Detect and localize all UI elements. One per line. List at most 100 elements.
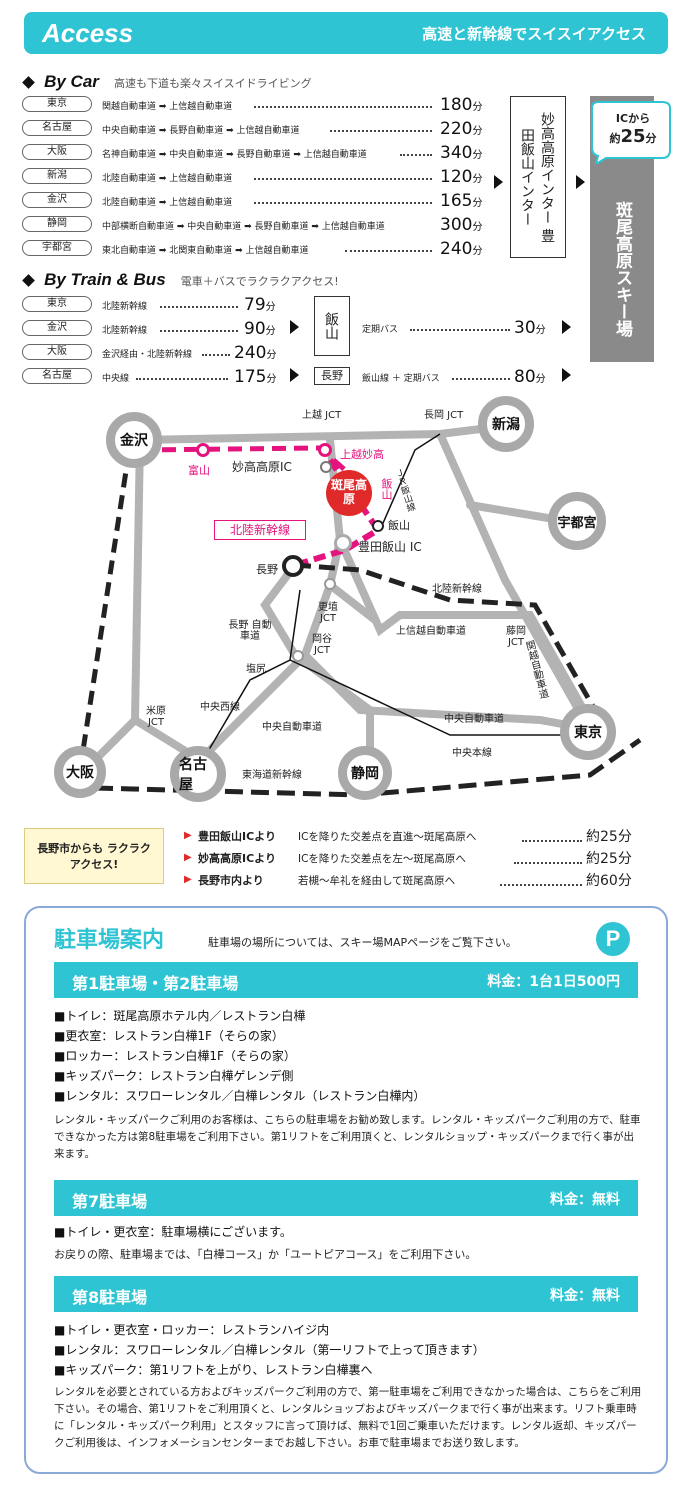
leader-dots	[254, 178, 432, 180]
nagano-row-minutes: 約25分	[586, 851, 632, 867]
car-minutes-value: 165	[440, 191, 473, 211]
minutes-unit: 分	[472, 198, 483, 209]
joetsu-myoko-station-marker	[318, 443, 332, 457]
car-city-pill: 東京	[22, 96, 92, 112]
lot-item: ■トイレ・更衣室：駐車場横にございます。	[54, 1225, 292, 1239]
train-minutes-value: 79	[244, 295, 266, 315]
nagano-row-from: 長野市内より	[198, 874, 264, 887]
interchange-box: 妙高高原インター 豊田飯山インター	[510, 96, 566, 258]
car-route: 北陸自動車道 ➡ 上信越自動車道	[102, 198, 233, 208]
car-route: 関越自動車道 ➡ 上信越自動車道	[102, 102, 233, 112]
lot-item: ■キッズパーク：第1リフトを上がり、レストラン白樺裏へ	[54, 1363, 373, 1377]
leader-dots	[160, 306, 238, 308]
leader-dots	[254, 202, 432, 204]
car-minutes: 120分	[440, 167, 482, 187]
play-arrow-icon: ▶	[184, 852, 192, 863]
access-header: Access 高速と新幹線でスイスイアクセス	[24, 12, 668, 54]
ic-note-time: 約25分	[596, 126, 670, 147]
city-osaka: 大阪	[54, 746, 106, 798]
diamond-icon	[22, 274, 35, 287]
label-joshinetsu-exp: 上信越自動車道	[396, 626, 466, 637]
lot-item: ■更衣室：レストラン白樺1F（そらの家）	[54, 1029, 284, 1043]
minutes-unit: 分	[472, 246, 483, 257]
label-hokuriku-shinkansen-box: 北陸新幹線	[214, 520, 306, 540]
ic-note-value: 25	[620, 126, 646, 147]
minutes-unit: 分	[266, 350, 277, 361]
nagano-station-marker	[282, 555, 304, 577]
label-okaya-jct: 岡谷 JCT	[312, 634, 332, 656]
arrow-right-icon	[494, 175, 503, 189]
car-route: 東北自動車道 ➡ 北関東自動車道 ➡ 上信越自動車道	[102, 246, 309, 256]
toyama-station-marker	[196, 443, 210, 457]
header-title: Access	[42, 18, 134, 48]
nagano-row-desc: 若槻～牟礼を経由して斑尾高原へ	[298, 875, 456, 887]
arrow-right-icon	[290, 320, 299, 334]
label-iiyama: 飯山	[388, 519, 410, 532]
by-train-title: By Train & Bus	[44, 270, 166, 289]
label-koshoku-jct: 更埴 JCT	[318, 602, 338, 624]
leader-dots	[136, 378, 228, 380]
leader-dots	[514, 862, 582, 864]
city-tokyo: 東京	[560, 704, 616, 760]
parking-icon: P	[596, 922, 630, 956]
lot-header: 第8駐車場 料金：無料	[54, 1276, 638, 1312]
arrow-right-icon	[562, 368, 571, 382]
label-toyoda-ic: 豊田飯山 IC	[358, 540, 422, 554]
train-minutes: 79分	[244, 295, 276, 315]
lot-fee: 料金：1台1日500円	[487, 974, 620, 990]
minutes-unit: 分	[265, 302, 276, 313]
ic-note-unit: 分	[645, 132, 657, 145]
leader-dots	[452, 378, 510, 380]
car-city-pill: 名古屋	[22, 120, 92, 136]
train-minutes-value: 240	[234, 343, 267, 363]
rail-lines	[199, 433, 595, 766]
iiyama-station-marker	[372, 520, 384, 532]
train-minutes: 175分	[234, 367, 276, 387]
car-minutes: 220分	[440, 119, 482, 139]
train-minutes: 90分	[244, 319, 276, 339]
car-minutes: 180分	[440, 95, 482, 115]
lot-desc: お戻りの際、駐車場までは、「白樺コース」か「ユートピアコース」をご利用下さい。	[54, 1248, 477, 1261]
label-nagano-exp: 長野 自動車道	[228, 620, 272, 642]
minutes-unit: 分	[472, 174, 483, 185]
lot-desc: レンタル・キッズパークご利用のお客様は、こちらの駐車場をお勧め致します。レンタル…	[54, 1114, 641, 1160]
by-train-subtitle: 電車＋バスでラクラクアクセス!	[180, 275, 339, 288]
lot-name: 第8駐車場	[72, 1288, 148, 1307]
minutes-unit: 分	[472, 150, 483, 161]
ic-note-label: ICから	[615, 112, 651, 125]
city-niigata: 新潟	[478, 396, 534, 452]
lot-desc: レンタルを必要とされている方およびキッズパークご利用の方で、第一駐車場をご利用で…	[54, 1386, 642, 1449]
car-route: 北陸自動車道 ➡ 上信越自動車道	[102, 174, 233, 184]
car-minutes: 165分	[440, 191, 482, 211]
train-route: 北陸新幹線	[102, 326, 148, 336]
car-minutes-value: 300	[440, 215, 473, 235]
label-nagaoka-jct: 長岡 JCT	[424, 410, 464, 421]
label-fujioka-jct: 藤岡 JCT	[506, 626, 526, 648]
by-car-heading: By Car 高速も下道も楽々スイスイドライビング	[22, 72, 312, 92]
bus-route: 定期バス	[362, 325, 399, 335]
leader-dots	[522, 840, 582, 842]
minutes-unit: 分	[535, 325, 546, 336]
bus-minutes: 80分	[514, 367, 546, 387]
city-shizuoka: 静岡	[338, 746, 392, 800]
parking-title: 駐車場案内	[54, 928, 165, 953]
car-minutes: 240分	[440, 239, 482, 259]
nagano-access-badge: 長野市からも ラクラクアクセス!	[24, 828, 164, 884]
minutes-unit: 分	[472, 222, 483, 233]
arrow-right-icon	[290, 368, 299, 382]
label-joetsu-myoko: 上越妙高	[340, 448, 384, 461]
diamond-icon	[22, 76, 35, 89]
car-city-pill: 金沢	[22, 192, 92, 208]
header-subtitle: 高速と新幹線でスイスイアクセス	[422, 25, 646, 43]
arrow-right-icon	[576, 175, 585, 189]
nagano-row-desc: ICを降りた交差点を左～斑尾高原へ	[298, 853, 466, 865]
car-route: 名神自動車道 ➡ 中央自動車道 ➡ 長野自動車道 ➡ 上信越自動車道	[102, 150, 367, 160]
leader-dots	[160, 330, 238, 332]
bus-minutes-value: 80	[514, 367, 536, 387]
myoko-ic-marker	[320, 461, 332, 473]
nagano-row-desc: ICを降りた交差点を直進～斑尾高原へ	[298, 831, 477, 843]
car-minutes-value: 120	[440, 167, 473, 187]
train-city-pill: 東京	[22, 296, 92, 312]
car-minutes-value: 220	[440, 119, 473, 139]
lot-header: 第7駐車場 料金：無料	[54, 1180, 638, 1216]
